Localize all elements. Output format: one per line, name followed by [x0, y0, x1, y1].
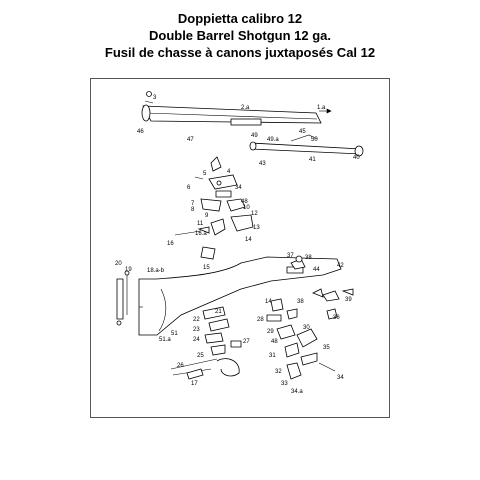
- part-label: 36: [333, 315, 340, 321]
- part-label: 22: [193, 317, 200, 323]
- title-block: Doppietta calibro 12 Double Barrel Shotg…: [0, 10, 480, 61]
- part-number-labels: 1.a 2.a 3 4 5 6 7 8 9 10 11 12 13 14 14 …: [115, 95, 360, 395]
- lock-parts-right: [266, 255, 354, 380]
- part-label: 38: [297, 299, 304, 305]
- part-label: 26: [177, 363, 184, 369]
- part-label: 41: [309, 157, 316, 163]
- part-label: 15: [203, 265, 210, 271]
- part-label: 28: [257, 317, 264, 323]
- part-label: 11: [197, 221, 204, 227]
- part-label: 16.a: [195, 231, 207, 237]
- part-label: 19: [125, 267, 132, 273]
- part-label: 32: [275, 369, 282, 375]
- part-label: 47: [187, 137, 194, 143]
- exploded-parts-diagram: 1.a 2.a 3 4 5 6 7 8 9 10 11 12 13 14 14 …: [90, 78, 390, 418]
- part-label: 37: [287, 253, 294, 259]
- lock-parts-upper: [174, 156, 254, 260]
- part-label: 49.a: [267, 137, 279, 143]
- part-label: 8: [191, 207, 195, 213]
- diagram-canvas: 1.a 2.a 3 4 5 6 7 8 9 10 11 12 13 14 14 …: [115, 91, 364, 395]
- title-french: Fusil de chasse à canons juxtaposés Cal …: [104, 45, 376, 60]
- part-label: 34: [337, 375, 344, 381]
- part-label: 12: [251, 211, 258, 217]
- part-label: 49: [251, 133, 258, 139]
- trigger-group: [170, 306, 242, 380]
- stock: [138, 256, 342, 336]
- part-label: 33: [281, 381, 288, 387]
- part-label: 9: [205, 213, 209, 219]
- part-label: 23: [193, 327, 200, 333]
- part-label: 44: [313, 267, 320, 273]
- part-label: 1.a: [317, 105, 326, 111]
- part-label: 35: [323, 345, 330, 351]
- part-label: 45: [299, 129, 306, 135]
- part-label: 38: [305, 255, 312, 261]
- part-label: 16: [167, 241, 174, 247]
- screw-3-icon: [144, 91, 154, 104]
- part-label: 48: [271, 339, 278, 345]
- barrel-assembly: [141, 104, 332, 126]
- part-label: 30: [303, 325, 310, 331]
- part-label: 34.a: [291, 389, 303, 395]
- part-label: 6: [187, 185, 191, 191]
- part-label: 34: [235, 185, 242, 191]
- part-label: 24: [193, 337, 200, 343]
- part-label: 29: [267, 329, 274, 335]
- part-label: 43: [259, 161, 266, 167]
- part-label: 42: [337, 263, 344, 269]
- title-italian: Doppietta calibro 12: [177, 11, 303, 26]
- part-label: 2.a: [241, 105, 250, 111]
- part-label: 14: [265, 299, 272, 305]
- part-label: 3: [153, 95, 157, 101]
- forend-rod: [249, 134, 364, 157]
- part-label: 51.a: [159, 337, 171, 343]
- part-label: 25: [197, 353, 204, 359]
- part-label: 27: [243, 339, 250, 345]
- title-english: Double Barrel Shotgun 12 ga.: [148, 28, 332, 43]
- butt-plate-parts: [116, 270, 130, 326]
- part-label: 21: [215, 309, 222, 315]
- part-label: 14: [245, 237, 252, 243]
- part-label: 13: [253, 225, 260, 231]
- part-label: 20: [115, 261, 122, 267]
- part-label: 18.a-b: [147, 268, 165, 274]
- part-label: 51: [171, 331, 178, 337]
- part-label: 5: [203, 171, 207, 177]
- part-label: 48: [241, 199, 248, 205]
- part-label: 4: [227, 169, 231, 175]
- part-label: 50: [311, 137, 318, 143]
- part-label: 40: [353, 155, 360, 161]
- part-label: 7: [191, 201, 195, 207]
- part-label: 10: [243, 205, 250, 211]
- part-label: 46: [137, 129, 144, 135]
- part-label: 17: [191, 381, 198, 387]
- part-label: 31: [269, 353, 276, 359]
- part-label: 39: [345, 297, 352, 303]
